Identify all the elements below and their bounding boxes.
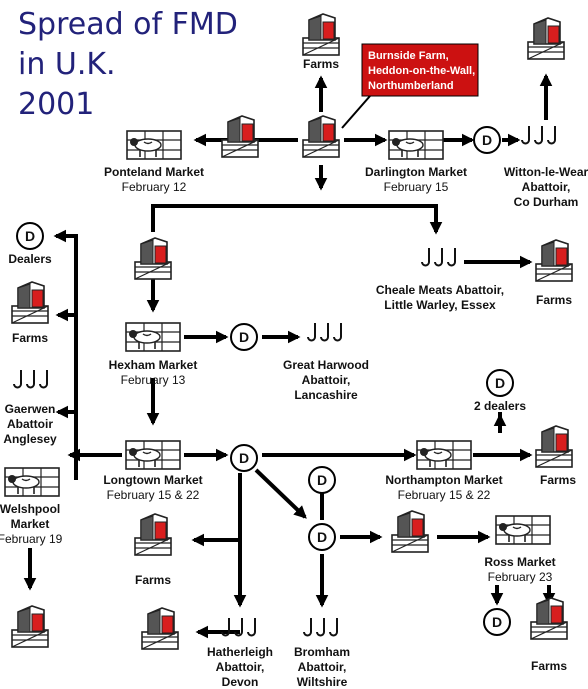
svg-text:Devon: Devon — [222, 675, 259, 689]
svg-text:Farms: Farms — [303, 57, 339, 71]
svg-text:Welshpool: Welshpool — [0, 502, 60, 516]
svg-text:Farms: Farms — [540, 473, 576, 487]
svg-text:in U.K.: in U.K. — [18, 47, 116, 82]
svg-text:D: D — [495, 375, 505, 391]
svg-text:Burnside Farm,: Burnside Farm, — [368, 50, 449, 62]
node-hatherleigh-abattoir: Hatherleigh Abattoir, Devon — [207, 617, 273, 689]
node-dealer-longtown: D — [230, 444, 258, 472]
node-farms-longtown: Farms — [134, 513, 172, 587]
svg-text:D: D — [317, 529, 327, 545]
node-ross-market: Ross Market February 23 — [484, 515, 556, 584]
svg-text:February 23: February 23 — [488, 570, 553, 584]
svg-text:Northampton Market: Northampton Market — [385, 473, 502, 487]
svg-text:February 15 & 22: February 15 & 22 — [107, 488, 200, 502]
node-dealer-darlington: D — [473, 126, 501, 154]
node-two-dealers: D 2 dealers — [474, 369, 526, 413]
node-cheale-abattoir: Cheale Meats Abattoir, Little Warley, Es… — [376, 247, 504, 312]
svg-text:Darlington Market: Darlington Market — [365, 165, 467, 179]
svg-text:Spread of FMD: Spread of FMD — [18, 7, 238, 42]
svg-text:February 13: February 13 — [121, 373, 186, 387]
svg-text:February 19: February 19 — [0, 532, 63, 546]
svg-text:Co Durham: Co Durham — [514, 195, 579, 209]
node-great-harwood-abattoir: Great Harwood Abattoir, Lancashire — [283, 322, 369, 402]
node-farms-ross: Farms — [530, 597, 568, 673]
svg-text:Little Warley, Essex: Little Warley, Essex — [384, 298, 496, 312]
node-dealers-left: D Dealers — [8, 222, 52, 266]
svg-text:D: D — [25, 228, 35, 244]
svg-text:Farms: Farms — [135, 573, 171, 587]
node-longtown-market: Longtown Market February 15 & 22 — [103, 440, 203, 502]
svg-text:Wiltshire: Wiltshire — [297, 675, 348, 689]
svg-text:D: D — [317, 472, 327, 488]
svg-text:Lancashire: Lancashire — [294, 388, 358, 402]
node-dealer-upper: D — [308, 466, 336, 494]
svg-text:Cheale Meats Abattoir,: Cheale Meats Abattoir, — [376, 283, 504, 297]
svg-text:Abattoir,: Abattoir, — [298, 660, 347, 674]
node-dealer-hexham: D — [230, 323, 258, 351]
node-farms-cheale: Farms — [535, 239, 573, 307]
node-hexham-market: Hexham Market February 13 — [109, 322, 198, 387]
node-ponteland-farm — [221, 115, 259, 158]
node-farm-hatherleigh — [141, 607, 179, 650]
node-hexham-farm — [134, 237, 172, 280]
svg-text:Hatherleigh: Hatherleigh — [207, 645, 273, 659]
svg-text:Longtown Market: Longtown Market — [103, 473, 202, 487]
svg-text:Bromham: Bromham — [294, 645, 350, 659]
svg-text:Heddon-on-the-Wall,: Heddon-on-the-Wall, — [368, 65, 475, 77]
svg-text:Farms: Farms — [12, 331, 48, 345]
node-bromham-abattoir: Bromham Abattoir, Wiltshire — [294, 617, 350, 689]
node-gaerwen-abattoir: Gaerwen Abattoir Anglesey — [3, 369, 57, 446]
svg-text:Market: Market — [11, 517, 50, 531]
svg-text:February 15 & 22: February 15 & 22 — [398, 488, 491, 502]
svg-text:Abattoir,: Abattoir, — [522, 180, 571, 194]
source-farm-callout: Burnside Farm, Heddon-on-the-Wall, North… — [341, 43, 479, 129]
svg-text:D: D — [492, 614, 502, 630]
node-darlington-market: Darlington Market February 15 — [365, 130, 467, 194]
svg-text:Northumberland: Northumberland — [368, 80, 454, 92]
svg-text:Great Harwood: Great Harwood — [283, 358, 369, 372]
svg-text:February 15: February 15 — [384, 180, 449, 194]
node-farm-welshpool — [11, 605, 49, 648]
svg-text:Ross Market: Ross Market — [484, 555, 555, 569]
svg-text:D: D — [482, 132, 492, 148]
svg-text:Abattoir,: Abattoir, — [302, 373, 351, 387]
svg-text:Farms: Farms — [536, 293, 572, 307]
svg-text:Ponteland Market: Ponteland Market — [104, 165, 204, 179]
node-witton-abattoir: Witton-le-Wear Abattoir, Co Durham — [504, 125, 588, 209]
svg-text:Hexham Market: Hexham Market — [109, 358, 198, 372]
svg-text:Anglesey: Anglesey — [3, 432, 57, 446]
node-farm-witton — [527, 17, 565, 60]
node-welshpool-market: Welshpool Market February 19 — [0, 467, 63, 546]
node-dealer-middle: D — [308, 523, 336, 551]
node-source-farm — [302, 115, 340, 158]
svg-text:Dealers: Dealers — [8, 252, 52, 266]
svg-text:2 dealers: 2 dealers — [474, 399, 526, 413]
svg-text:D: D — [239, 450, 249, 466]
node-farms-left: Farms — [11, 281, 49, 345]
diagram-title: Spread of FMD in U.K. 2001 — [18, 7, 238, 122]
node-northampton-market: Northampton Market February 15 & 22 — [385, 440, 503, 502]
connectors — [23, 73, 556, 639]
node-farm-ross-route — [391, 510, 429, 553]
node-farms-top: Farms — [302, 13, 340, 71]
node-farms-northampton: Farms — [535, 425, 576, 487]
svg-text:Abattoir,: Abattoir, — [216, 660, 265, 674]
svg-text:2001: 2001 — [18, 87, 94, 122]
svg-text:Abattoir: Abattoir — [7, 417, 53, 431]
svg-text:D: D — [239, 329, 249, 345]
node-ponteland-market: Ponteland Market February 12 — [104, 130, 204, 194]
svg-text:Gaerwen: Gaerwen — [5, 402, 56, 416]
svg-text:Witton-le-Wear: Witton-le-Wear — [504, 165, 588, 179]
svg-text:February 12: February 12 — [122, 180, 187, 194]
node-dealer-ross: D — [483, 608, 511, 636]
svg-text:Farms: Farms — [531, 659, 567, 673]
